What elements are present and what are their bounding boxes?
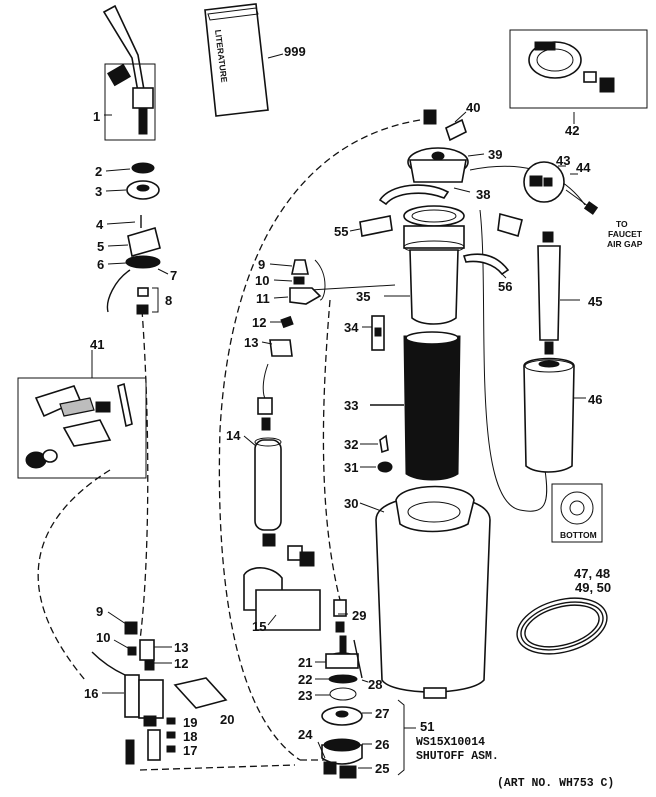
callout-30: 30 (344, 496, 358, 511)
callout-17: 17 (183, 743, 197, 758)
literature-booklet: LITERATURE 999 (204, 3, 306, 117)
callout-49-50: 49, 50 (575, 580, 611, 595)
callout-56: 56 (498, 279, 512, 294)
callout-16: 16 (84, 686, 98, 701)
callout-4: 4 (96, 217, 104, 232)
callout-13-top: 13 (244, 335, 258, 350)
callout-6: 6 (97, 257, 104, 272)
callout-13-bottom: 13 (174, 640, 188, 655)
callout-32: 32 (344, 437, 358, 452)
callout-18: 18 (183, 729, 197, 744)
callout-14: 14 (226, 428, 241, 443)
callout-2: 2 (95, 164, 102, 179)
callout-38: 38 (476, 187, 490, 202)
callout-41: 41 (90, 337, 104, 352)
faucet-label: FAUCET (608, 229, 643, 239)
callout-11: 11 (256, 291, 270, 306)
callout-33: 33 (344, 398, 358, 413)
callout-9-top: 9 (258, 257, 265, 272)
callout-34: 34 (344, 320, 359, 335)
callout-22: 22 (298, 672, 312, 687)
mounting-bracket-box: 41 (17, 337, 147, 479)
callout-28: 28 (368, 677, 382, 692)
callout-20: 20 (220, 712, 234, 727)
tubing-lines (37, 119, 586, 771)
prefilter-fittings: 9 10 11 12 13 14 (226, 257, 322, 567)
cartridge-bracket: 15 (243, 567, 321, 634)
callout-5: 5 (97, 239, 104, 254)
post-filter: 45 46 BOTTOM (523, 231, 603, 543)
callout-999: 999 (284, 44, 306, 59)
filter-head: 40 39 38 55 56 43 44 TO FAUCET AIR GAP (334, 100, 643, 294)
to-label: TO (616, 219, 628, 229)
callout-10-bottom: 10 (96, 630, 110, 645)
callout-39: 39 (488, 147, 502, 162)
tank-valve-stack: 29 21 22 23 27 26 25 24 28 51 WS15X10014… (298, 599, 499, 779)
callout-19: 19 (183, 715, 197, 730)
callout-27: 27 (375, 706, 389, 721)
shutoff-part-number: WS15X10014 (416, 736, 485, 749)
callout-46: 46 (588, 392, 602, 407)
shutoff-valve-left: 9 10 13 12 16 19 18 17 20 (84, 604, 234, 765)
callout-26: 26 (375, 737, 389, 752)
callout-7: 7 (170, 268, 177, 283)
callout-3: 3 (95, 184, 102, 199)
bottom-label: BOTTOM (560, 530, 597, 540)
callout-51: 51 (420, 719, 434, 734)
callout-25: 25 (375, 761, 389, 776)
callout-9-bottom: 9 (96, 604, 103, 619)
callout-43: 43 (556, 153, 570, 168)
membrane-housing-and-tank: 35 34 33 32 31 30 (344, 205, 491, 699)
air-gap-label: AIR GAP (607, 239, 643, 249)
callout-10-top: 10 (255, 273, 269, 288)
callout-24: 24 (298, 727, 313, 742)
callout-42: 42 (565, 123, 579, 138)
callout-29: 29 (352, 608, 366, 623)
callout-21: 21 (298, 655, 312, 670)
callout-47-48: 47, 48 (574, 566, 610, 581)
callout-45: 45 (588, 294, 602, 309)
callout-15: 15 (252, 619, 266, 634)
faucet-assembly: 1 2 3 4 5 6 7 8 (93, 4, 177, 315)
callout-31: 31 (344, 460, 358, 475)
art-number: (ART NO. WH753 C) (497, 777, 614, 790)
tubing-coil: 47, 48 49, 50 (516, 566, 611, 655)
callout-12-bottom: 12 (174, 656, 188, 671)
callout-35: 35 (356, 289, 370, 304)
callout-40: 40 (466, 100, 480, 115)
callout-8: 8 (165, 293, 172, 308)
callout-44: 44 (576, 160, 591, 175)
callout-23: 23 (298, 688, 312, 703)
callout-55: 55 (334, 224, 348, 239)
callout-1: 1 (93, 109, 100, 124)
clamp-kit-box: 42 (509, 29, 648, 138)
shutoff-assembly-label: SHUTOFF ASM. (416, 750, 499, 763)
callout-12-top: 12 (252, 315, 266, 330)
